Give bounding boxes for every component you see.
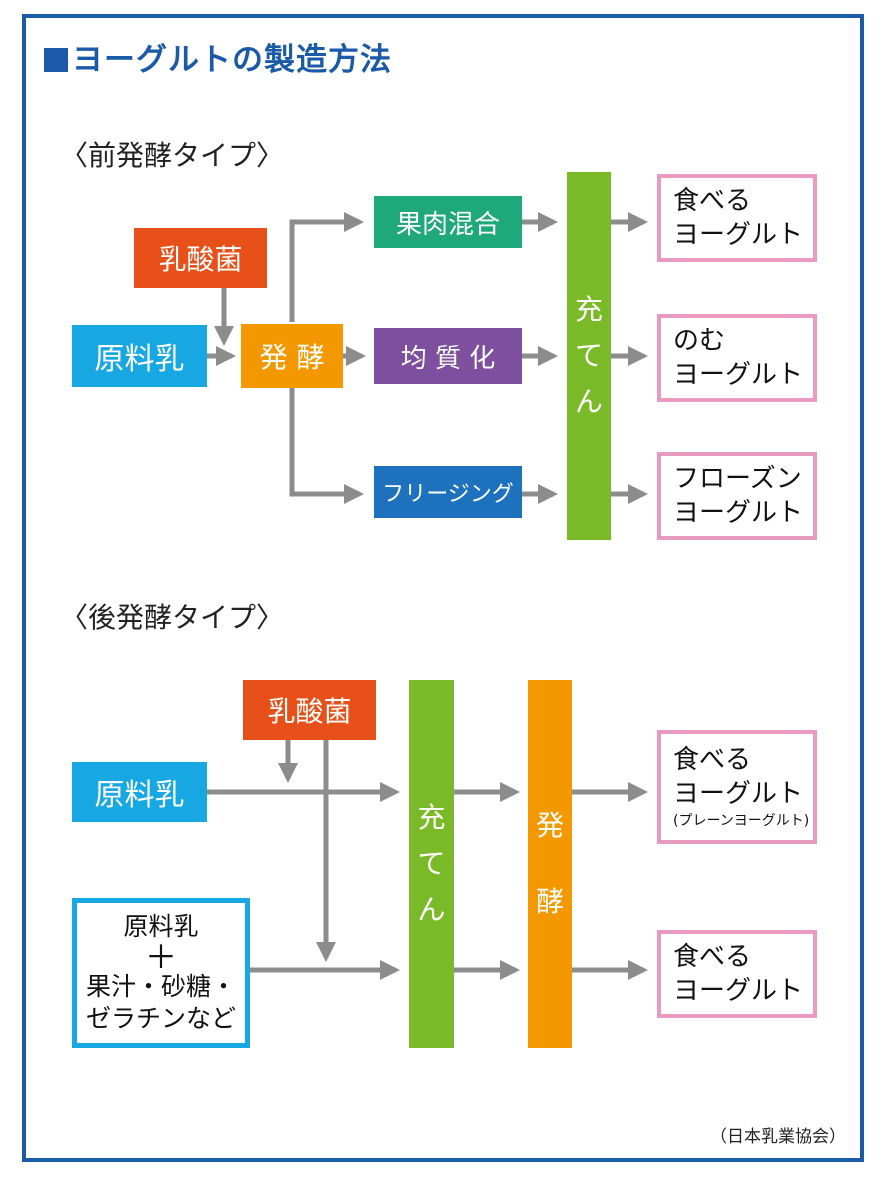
mix-line: 原料乳 <box>123 912 199 941</box>
product-note: (プレーンヨーグルト) <box>673 813 810 829</box>
pre-lactic-box: 乳酸菌 <box>134 228 267 288</box>
product-plain-yogurt: 食べる ヨーグルト (プレーンヨーグルト) <box>657 730 817 844</box>
product-line: ヨーグルト <box>673 779 804 809</box>
product-line: のむ <box>673 326 726 356</box>
plus-icon: ＋ <box>144 938 177 976</box>
page-title: ヨーグルトの製造方法 <box>44 34 392 79</box>
mix-line: 果汁・砂糖・ <box>85 972 236 1001</box>
arrow-to-freezing <box>289 388 364 504</box>
pre-raw-milk-box: 原料乳 <box>72 325 207 387</box>
pre-ferment-heading: 〈前発酵タイプ〉 <box>60 139 285 172</box>
fruit-mix-box: 果肉混合 <box>374 196 522 248</box>
post-ferment-bar: 発 酵 <box>528 680 572 1048</box>
product-drink-yogurt: のむ ヨーグルト <box>657 314 817 402</box>
pre-fill-char: 充 <box>574 293 603 326</box>
product-line: ヨーグルト <box>673 220 804 250</box>
product-frozen-yogurt: フローズン ヨーグルト <box>657 452 817 540</box>
post-raw-milk-box: 原料乳 <box>72 762 207 822</box>
post-ferment-char: 酵 <box>535 885 564 918</box>
pre-ferment-box: 発 酵 <box>241 324 343 388</box>
freezing-box: フリージング <box>374 466 522 518</box>
pre-fill-bar: 充 て ん <box>567 172 611 540</box>
title-square-icon <box>44 48 68 72</box>
source-credit: （日本乳業協会） <box>710 1127 846 1147</box>
product-eat-yogurt-pre: 食べる ヨーグルト <box>657 174 817 262</box>
product-line: 食べる <box>673 186 752 216</box>
mix-line: ゼラチンなど <box>85 1004 236 1033</box>
mix-ingredients-box: 原料乳 ＋ 果汁・砂糖・ ゼラチンなど <box>72 898 250 1048</box>
product-line: 食べる <box>673 942 752 972</box>
arrow-to-fruit-mix <box>289 212 364 322</box>
diagram-frame <box>22 14 864 1162</box>
product-line: 食べる <box>673 745 752 775</box>
product-line: ヨーグルト <box>673 498 804 528</box>
title-text: ヨーグルトの製造方法 <box>72 42 392 78</box>
post-fill-char: 充 <box>417 801 446 834</box>
pre-fill-char: ん <box>574 385 603 418</box>
product-line: フローズン <box>673 464 802 494</box>
product-line: ヨーグルト <box>673 360 804 390</box>
post-ferment-heading: 〈後発酵タイプ〉 <box>60 601 285 634</box>
post-fill-char: て <box>417 847 446 880</box>
post-ferment-char: 発 <box>535 809 564 842</box>
post-lactic-box: 乳酸菌 <box>243 680 376 740</box>
pre-fill-char: て <box>574 339 603 372</box>
post-fill-char: ん <box>417 893 446 926</box>
product-line: ヨーグルト <box>673 976 804 1006</box>
product-eat-yogurt-post: 食べる ヨーグルト <box>657 930 817 1018</box>
homogenize-box: 均 質 化 <box>374 328 522 384</box>
post-fill-bar: 充 て ん <box>409 680 454 1048</box>
